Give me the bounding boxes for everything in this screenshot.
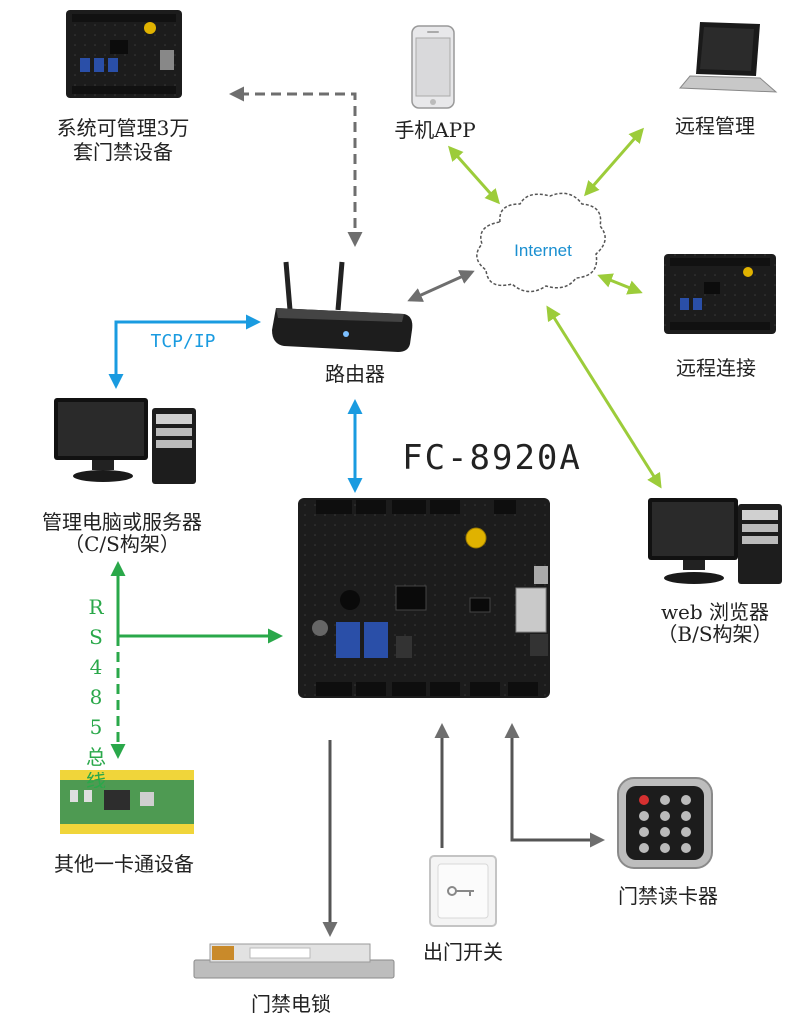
label-remote-mgmt: 远程管理 [675, 114, 755, 138]
card-reader-icon [617, 777, 713, 869]
label-pc-arch: （C/S构架） [64, 532, 180, 556]
computer-icon-left [54, 398, 196, 484]
electric-lock-icon [193, 943, 395, 979]
arrow-router-internet [407, 270, 475, 302]
label-reader: 门禁读卡器 [618, 884, 718, 908]
rs485-char: S [89, 625, 103, 649]
phone-icon [411, 25, 455, 109]
label-tcpip: TCP/IP [150, 331, 216, 352]
rs485-char: 8 [89, 685, 103, 709]
label-rs485: R S 4 8 5 总 线 [84, 592, 108, 788]
label-pc: 管理电脑或服务器 [42, 510, 202, 534]
arrow-tcpip [108, 314, 261, 389]
arrow-internet-web [546, 305, 662, 489]
laptop-icon [678, 22, 778, 93]
arrow-internet-remote-conn [597, 273, 643, 295]
internet-cloud-icon [476, 192, 606, 293]
label-phone: 手机APP [394, 118, 476, 142]
label-lock: 门禁电锁 [251, 992, 331, 1016]
rs485-char: 5 [89, 715, 103, 739]
arrow-internet-remote-mgmt [584, 127, 644, 197]
controller-board-remote [664, 254, 776, 334]
computer-icon-right [648, 498, 782, 584]
controller-board-top-left [66, 10, 182, 98]
router-icon [272, 261, 413, 352]
label-system-line2: 套门禁设备 [73, 140, 173, 164]
label-system: 系统可管理3万 [56, 116, 190, 140]
label-internet: Internet [514, 241, 572, 260]
rs485-char: 总 [86, 745, 106, 769]
one-card-device-board [60, 770, 194, 834]
exit-switch-icon [429, 855, 497, 927]
rs485-char: R [88, 595, 104, 619]
arrow-router-to-system [229, 86, 363, 247]
arrow-reader-board [504, 723, 605, 848]
controller-board-main [298, 498, 550, 698]
label-router: 路由器 [325, 362, 385, 386]
diagram-title: FC-8920A [402, 438, 582, 478]
label-web-arch: （B/S构架） [657, 622, 773, 646]
label-other-device: 其他一卡通设备 [54, 852, 194, 876]
rs485-char: 线 [86, 772, 106, 788]
label-web: web 浏览器 [660, 600, 770, 624]
label-remote-conn: 远程连接 [676, 356, 756, 380]
rs485-char: 4 [89, 655, 103, 679]
label-exit-switch: 出门开关 [423, 940, 503, 964]
arrow-phone-internet [448, 145, 500, 205]
